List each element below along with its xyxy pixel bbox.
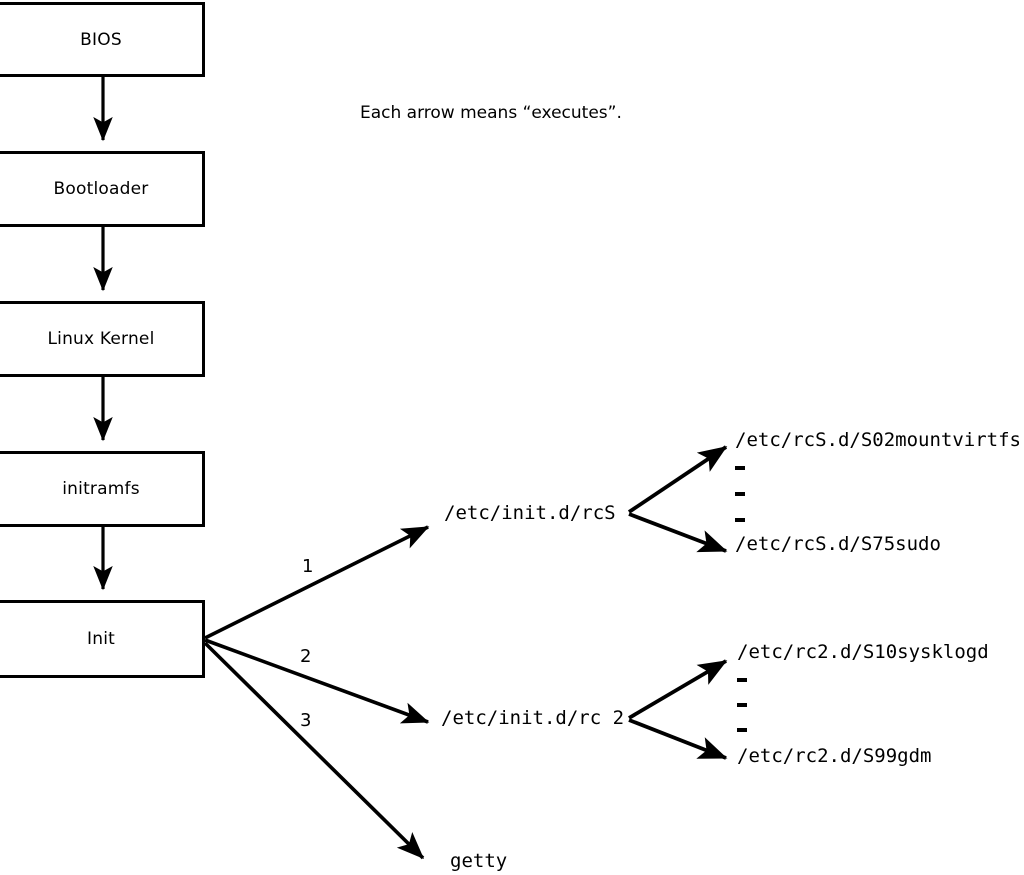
arrow-rcs-to-first-script [627,445,728,514]
node-bios[interactable]: BIOS [0,2,205,77]
edge-label-2: 2 [300,646,312,667]
node-initramfs-label: initramfs [62,479,140,499]
node-linux-kernel-label: Linux Kernel [47,329,155,349]
rcs-ellipsis-dot-1 [735,466,745,470]
node-rcs-last-script[interactable]: /etc/rcS.d/S75sudo [735,533,941,555]
node-init-label: Init [87,629,115,649]
node-init-d-rc2[interactable]: /etc/init.d/rc 2 [441,707,625,729]
arrow-rcs-to-last-script [628,512,728,553]
edge-label-3: 3 [300,710,312,731]
arrow-init-to-getty [203,641,425,860]
arrow-rc2-to-first-script [628,659,728,720]
node-bios-label: BIOS [80,29,122,50]
node-bootloader-label: Bootloader [53,179,149,199]
node-initramfs[interactable]: initramfs [0,451,205,527]
arrow-rc2-to-last-script [628,718,728,760]
legend-note: Each arrow means “executes”. [360,103,622,123]
node-rcs-first-script[interactable]: /etc/rcS.d/S02mountvirtfs [735,429,1021,451]
node-init-d-rcs[interactable]: /etc/init.d/rcS [444,502,616,524]
rc2-ellipsis-dot-1 [737,678,747,682]
node-getty[interactable]: getty [450,850,508,872]
node-rc2-first-script[interactable]: /etc/rc2.d/S10sysklogd [737,641,989,663]
rc2-ellipsis-dot-3 [737,728,747,732]
rcs-ellipsis-dot-3 [735,518,745,522]
rcs-ellipsis-dot-2 [735,492,745,496]
node-rc2-last-script[interactable]: /etc/rc2.d/S99gdm [737,745,932,767]
node-linux-kernel[interactable]: Linux Kernel [0,301,205,377]
arrow-init-to-rcs [204,525,430,640]
arrow-init-to-rc2 [204,638,430,724]
edge-label-1: 1 [302,556,314,577]
rc2-ellipsis-dot-2 [737,703,747,707]
node-bootloader[interactable]: Bootloader [0,151,205,227]
node-init[interactable]: Init [0,600,205,678]
